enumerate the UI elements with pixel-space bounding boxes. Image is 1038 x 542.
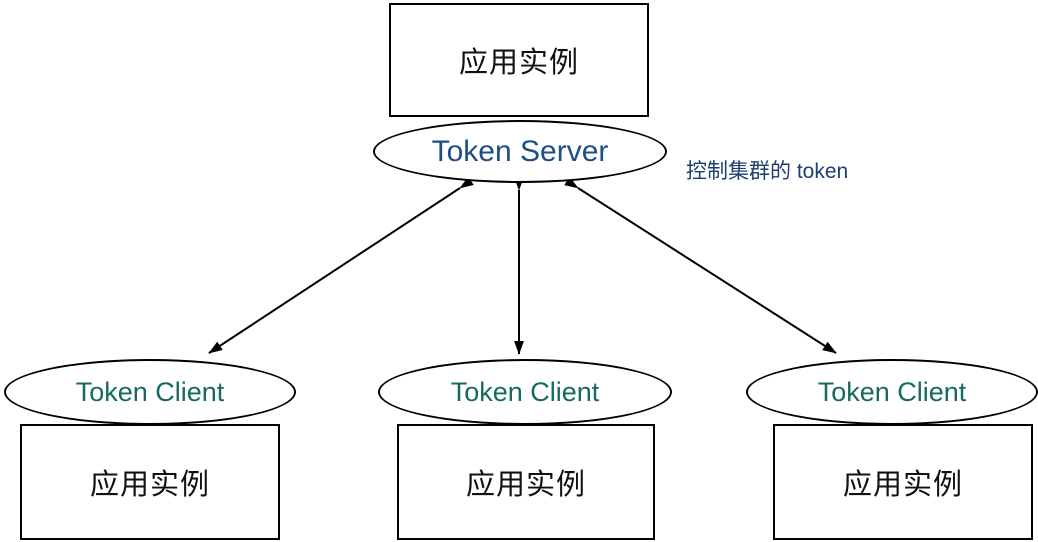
token-server-annotation: 控制集群的 token: [686, 160, 849, 183]
token-client-ellipse-3: Token Client: [746, 359, 1038, 425]
token-server-ellipse: Token Server: [373, 120, 667, 183]
arrow-server-client-left: [208, 176, 474, 354]
arrow-server-client-right: [564, 176, 837, 354]
client-app-instance-box-1: 应用实例: [20, 424, 280, 540]
token-server-label: Token Server: [431, 134, 609, 168]
token-client-label-2: Token Client: [450, 376, 600, 407]
client-app-instance-box-3: 应用实例: [773, 424, 1033, 540]
client-app-instance-box-2: 应用实例: [397, 424, 655, 540]
server-app-instance-box: 应用实例: [389, 3, 649, 117]
client-app-instance-label-2: 应用实例: [465, 469, 586, 501]
client-app-instance-label-1: 应用实例: [89, 469, 210, 501]
token-client-ellipse-2: Token Client: [378, 359, 672, 425]
token-client-label-1: Token Client: [75, 376, 225, 407]
token-client-ellipse-1: Token Client: [4, 359, 296, 425]
client-app-instance-label-3: 应用实例: [842, 469, 963, 501]
server-app-instance-label: 应用实例: [458, 47, 579, 79]
token-client-label-3: Token Client: [817, 376, 967, 407]
